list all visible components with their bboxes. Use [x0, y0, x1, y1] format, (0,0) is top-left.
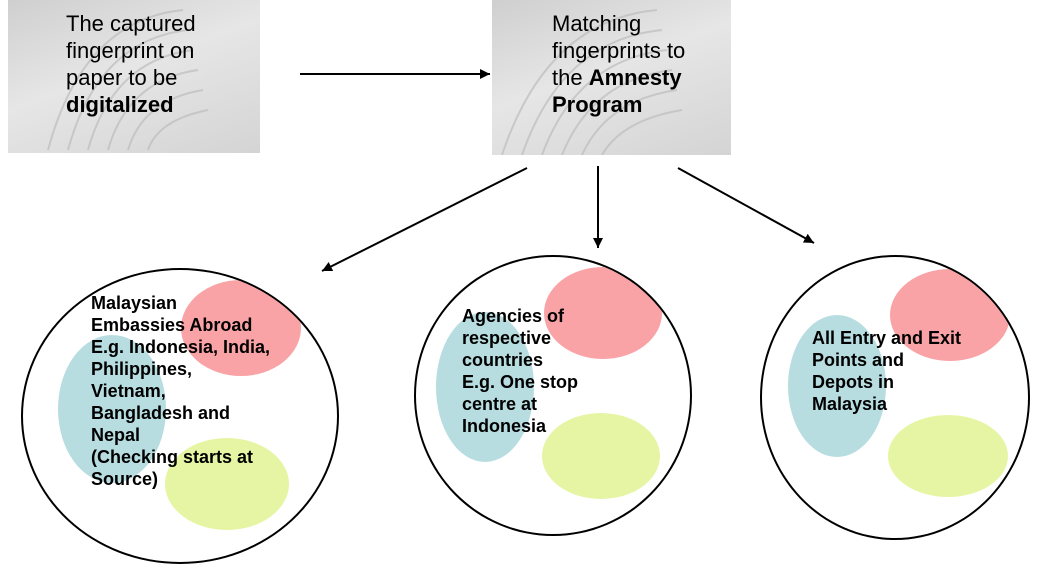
fingerprint-texture [501, 9, 683, 155]
embassies-circle: Malaysian Embassies Abroad E.g. Indonesi… [21, 268, 339, 564]
pink-blob [181, 280, 301, 376]
teal-blob [788, 315, 886, 457]
fingerprint-texture [47, 9, 209, 151]
teal-blob [58, 335, 166, 483]
pink-blob [890, 269, 1010, 361]
source-box-text: The captured fingerprint on paper to be … [66, 11, 196, 117]
matching-box: Matching fingerprints to the Amnesty Pro… [492, 0, 731, 155]
agencies-circle: Agencies of respective countries E.g. On… [414, 255, 692, 536]
matching-box-text: Matching fingerprints to the Amnesty Pro… [552, 11, 686, 117]
entry-points-text: All Entry and Exit Points and Depots in … [812, 328, 962, 414]
lime-blob [165, 438, 289, 530]
lime-blob [542, 413, 660, 499]
embassies-text: Malaysian Embassies Abroad E.g. Indonesi… [91, 293, 271, 489]
entry-points-circle: All Entry and Exit Points and Depots in … [760, 255, 1030, 540]
lime-blob [888, 415, 1008, 497]
arrow-to-entry-points [677, 167, 815, 244]
arrow-to-embassies [321, 167, 528, 272]
source-box: The captured fingerprint on paper to be … [8, 0, 260, 153]
teal-blob [436, 312, 534, 462]
agencies-text: Agencies of respective countries E.g. On… [462, 306, 579, 436]
pink-blob [544, 267, 662, 359]
